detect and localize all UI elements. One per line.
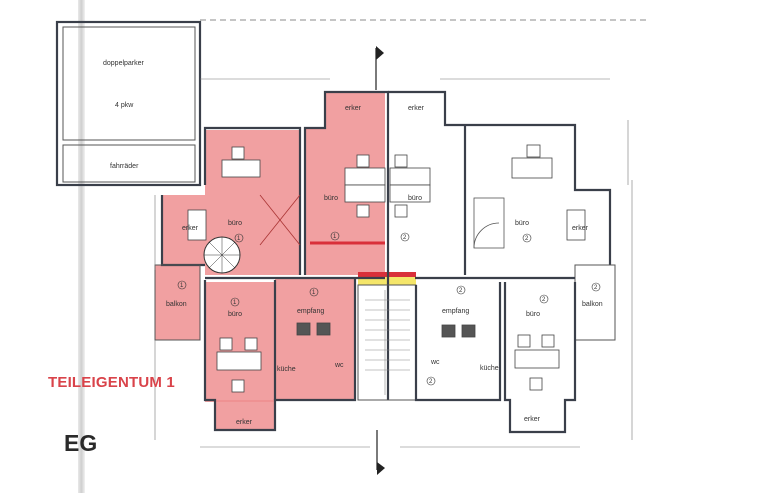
unit-title: TEILEIGENTUM 1 xyxy=(48,374,175,391)
label-wc: wc xyxy=(334,362,344,369)
floor-label: EG xyxy=(64,430,98,456)
label-buero: büro xyxy=(324,195,338,202)
dimension-lines xyxy=(154,78,633,448)
label-erker: erker xyxy=(408,105,425,112)
label-pkw: 4 pkw xyxy=(115,102,134,109)
unit-1-marker: 1 xyxy=(333,234,337,240)
unit-2-marker: 2 xyxy=(429,379,433,385)
label-erker: erker xyxy=(236,419,253,426)
label-erker: erker xyxy=(524,416,541,423)
unit-number-markers: 1 1 1 1 1 2 2 2 2 2 2 xyxy=(177,231,601,386)
unit-2-marker: 2 xyxy=(403,235,407,241)
north-arrow-bottom-icon xyxy=(376,430,385,475)
label-wc: wc xyxy=(430,359,440,366)
unit-1-marker: 1 xyxy=(312,290,316,296)
label-doppelparker: doppelparker xyxy=(103,60,145,67)
unit-2-marker: 2 xyxy=(542,297,546,303)
label-kueche: küche xyxy=(480,365,499,372)
label-fahrraeder: fahrräder xyxy=(110,163,139,170)
label-buero: büro xyxy=(228,220,242,227)
walls xyxy=(154,90,616,434)
label-buero: büro xyxy=(526,311,540,318)
room-labels: doppelparker 4 pkw fahrräder erker erker… xyxy=(103,60,603,426)
label-buero: büro xyxy=(408,195,422,202)
label-erker: erker xyxy=(182,225,199,232)
label-empfang: empfang xyxy=(442,308,469,315)
unit-2-marker: 2 xyxy=(525,236,529,242)
label-buero: büro xyxy=(228,311,242,318)
unit-1-marker: 1 xyxy=(237,236,241,242)
label-kueche: küche xyxy=(277,366,296,373)
label-erker: erker xyxy=(572,225,589,232)
furniture xyxy=(187,144,586,393)
unit-1-area xyxy=(155,92,385,430)
label-buero: büro xyxy=(515,220,529,227)
unit-1-marker: 1 xyxy=(233,300,237,306)
north-arrow-top-icon xyxy=(375,46,384,90)
label-empfang: empfang xyxy=(297,308,324,315)
unit-2-marker: 2 xyxy=(459,288,463,294)
garage xyxy=(55,20,202,187)
unit-2-marker: 2 xyxy=(594,285,598,291)
label-erker: erker xyxy=(345,105,362,112)
page-fold xyxy=(78,0,85,493)
label-balkon: balkon xyxy=(166,301,187,308)
label-balkon: balkon xyxy=(582,301,603,308)
unit-1-marker: 1 xyxy=(180,283,184,289)
